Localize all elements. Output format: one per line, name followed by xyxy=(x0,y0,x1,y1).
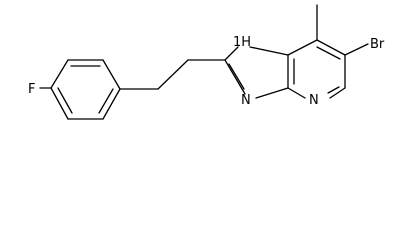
bromine-atom-label: Br xyxy=(370,37,385,52)
double-bond-inner xyxy=(228,63,245,90)
bond xyxy=(102,59,121,90)
bond xyxy=(102,88,121,120)
bond xyxy=(50,87,69,120)
bond xyxy=(329,87,346,99)
bond xyxy=(224,46,239,61)
bond xyxy=(255,87,289,99)
bond xyxy=(224,59,246,95)
fluorophenyl-ring xyxy=(50,59,121,120)
imidazole-n-label: N xyxy=(241,93,251,108)
bond-ch2-ch2 xyxy=(157,59,189,90)
fluorine-atom-label: F xyxy=(28,82,35,97)
pyridine-n-label: N xyxy=(309,93,319,108)
bond xyxy=(287,87,306,99)
double-bond-inner xyxy=(57,87,73,114)
molecule-canvas: F Br 1H N N xyxy=(28,4,385,120)
bond xyxy=(316,39,346,56)
bond xyxy=(50,59,69,89)
pyridine-ring xyxy=(287,39,346,99)
imidazole-nh-label: 1H xyxy=(233,35,251,50)
molecule-structure: F Br 1H N N xyxy=(28,4,385,120)
bond-c-br xyxy=(344,43,369,56)
bond xyxy=(249,46,289,56)
bond xyxy=(287,39,318,56)
double-bond-inner xyxy=(327,86,340,94)
imidazole-ring xyxy=(224,46,289,99)
double-bond-inner xyxy=(316,46,341,60)
double-bond-inner xyxy=(98,88,114,114)
